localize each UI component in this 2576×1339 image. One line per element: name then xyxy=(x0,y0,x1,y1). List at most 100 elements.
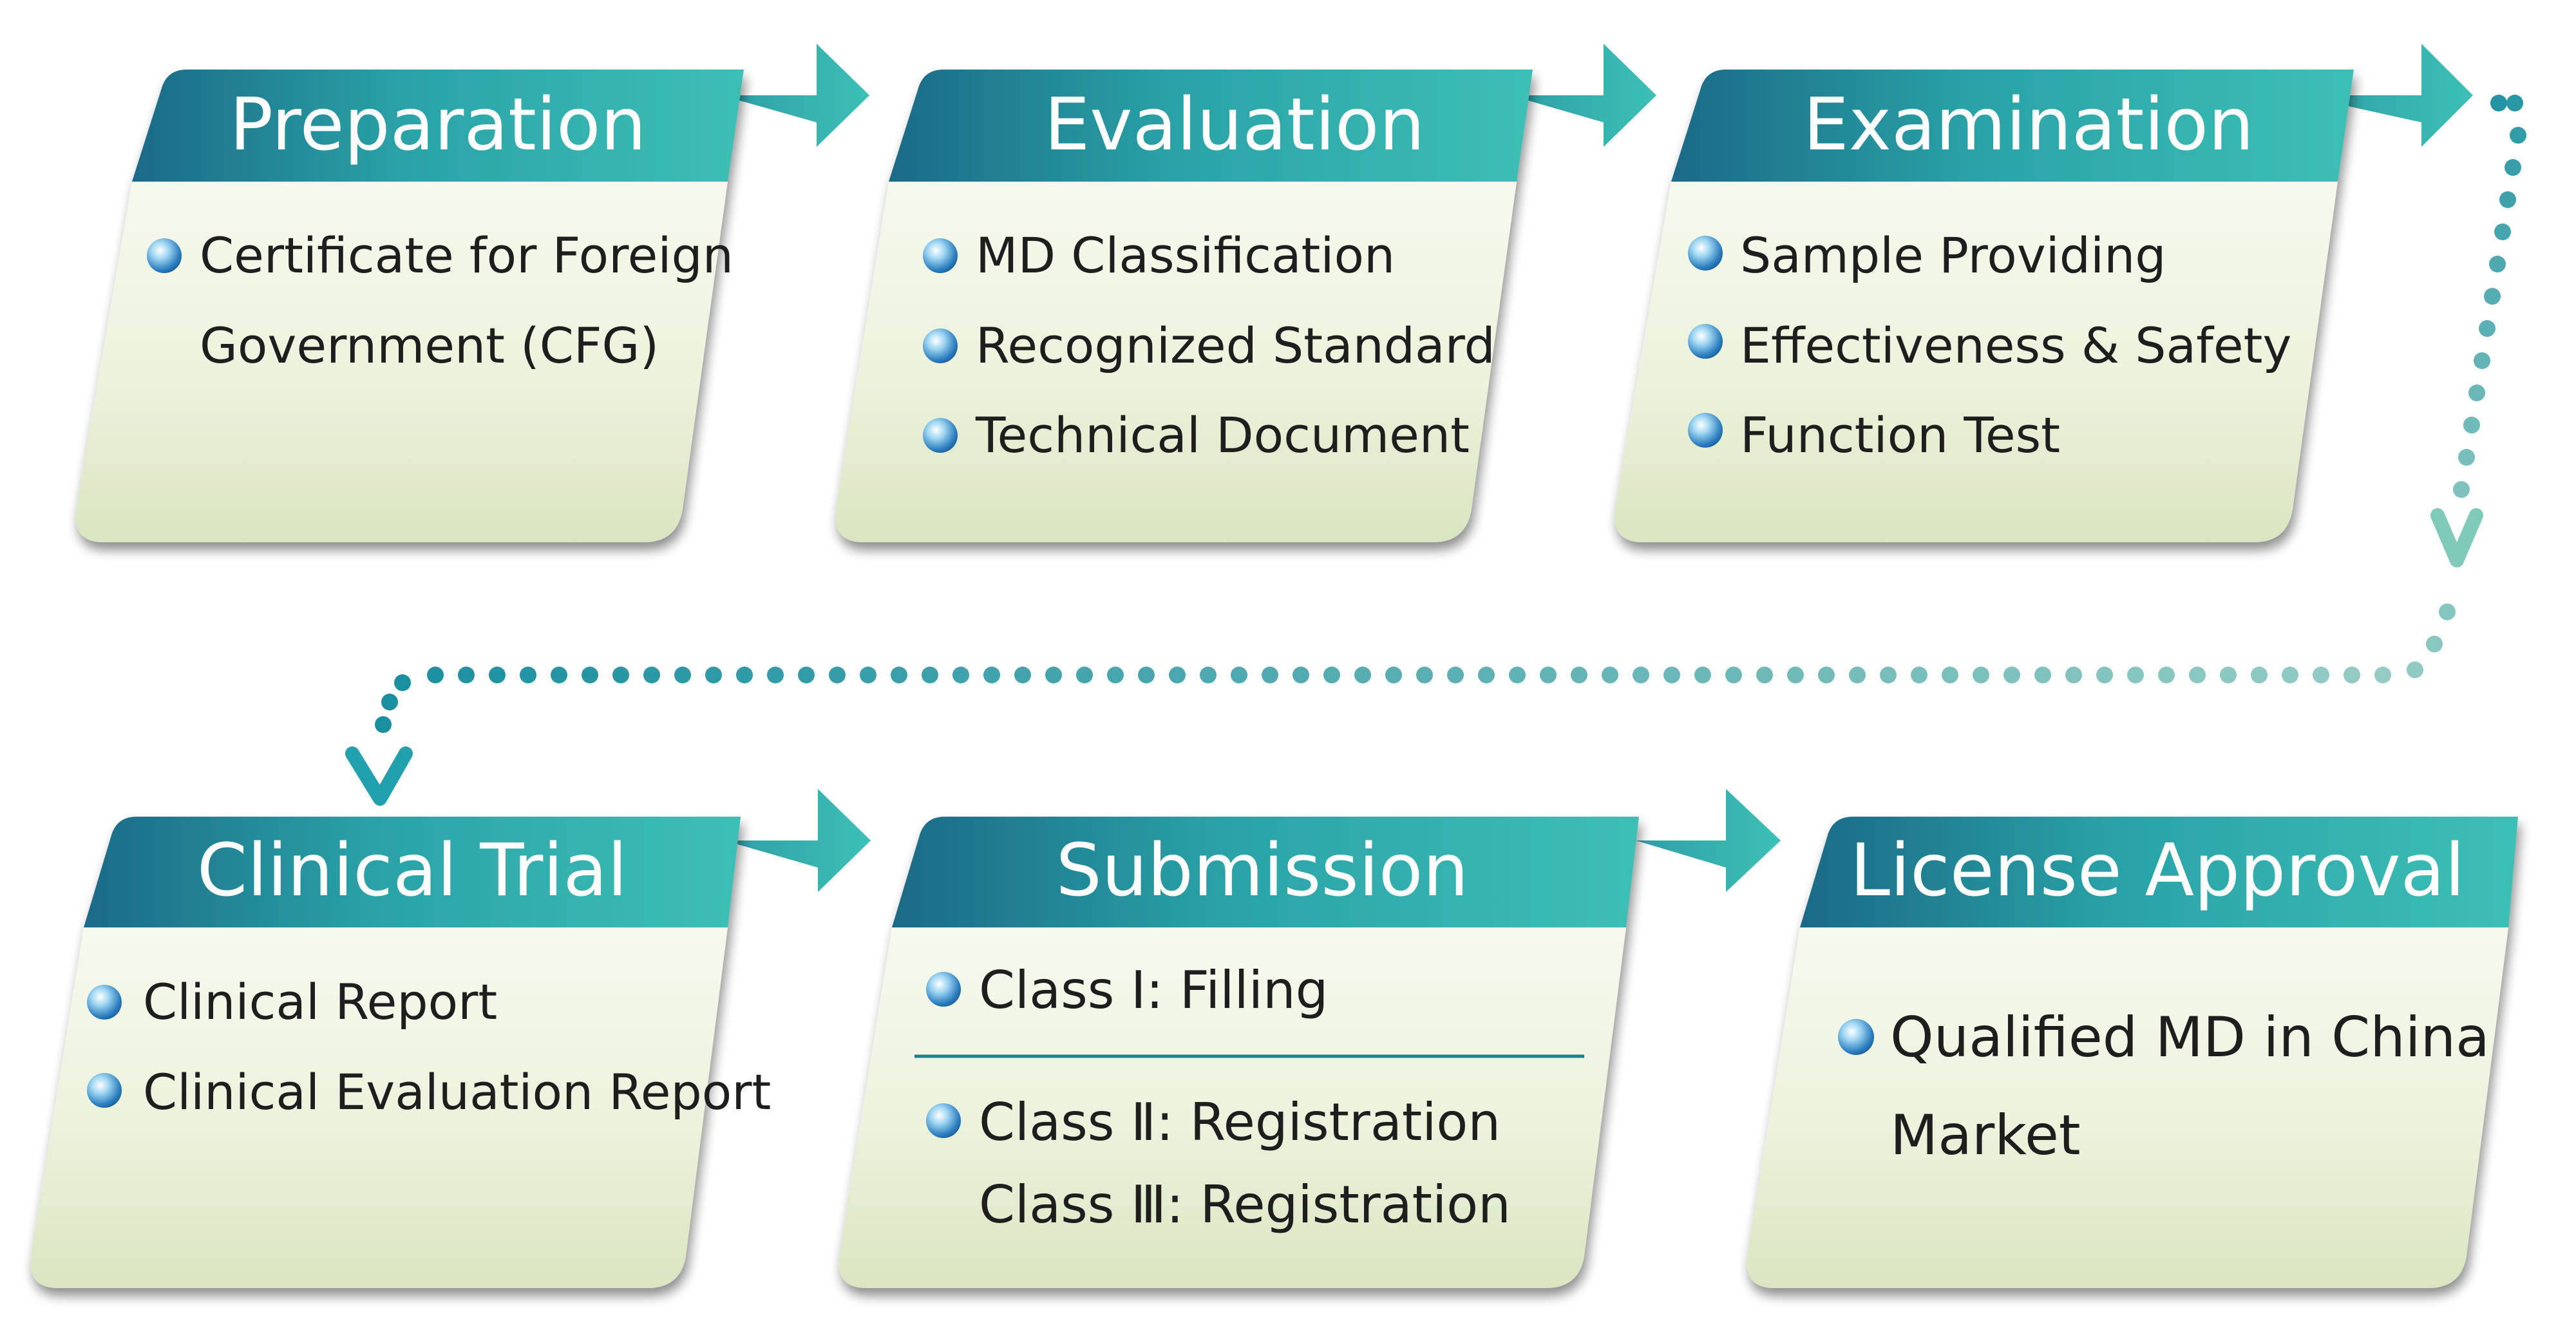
connector-dot xyxy=(1663,667,1680,683)
bullet-icon xyxy=(926,1103,961,1138)
step-examination: Examination Sample Providing Effectivene… xyxy=(1615,44,2473,542)
connector-dot xyxy=(2065,667,2082,683)
step-card xyxy=(1747,927,2508,1288)
connector-dot xyxy=(1262,667,1278,683)
connector-dot xyxy=(1354,667,1371,683)
connector-dot xyxy=(1045,667,1062,683)
connector-dot xyxy=(551,667,567,683)
connector-dot xyxy=(2127,667,2144,683)
connector-dot xyxy=(612,667,629,683)
connector-dot xyxy=(1973,667,1989,683)
class-one-text: Class Ⅰ: Filling xyxy=(979,960,1328,1020)
bullet-text: Qualified MD in China xyxy=(1890,1005,2490,1070)
connector-dot xyxy=(1509,667,1526,683)
connector-dot xyxy=(2468,385,2485,401)
connector-dot xyxy=(922,667,938,683)
bullet-icon xyxy=(1688,413,1723,448)
connector-dot xyxy=(674,667,691,683)
step-clinical-trial: Clinical Trial Clinical Report Clinical … xyxy=(30,789,871,1288)
connector-dot xyxy=(1725,667,1742,683)
connector-dot xyxy=(1323,667,1340,683)
step-title: Clinical Trial xyxy=(197,829,627,913)
bullet-text: Function Test xyxy=(1740,406,2060,464)
connector-dot xyxy=(2034,667,2051,683)
bullet-icon xyxy=(1838,1019,1874,1055)
connector-dot xyxy=(829,667,846,683)
connector-dot xyxy=(489,667,506,683)
connector-dot xyxy=(2158,667,2175,683)
connector-dot xyxy=(2426,636,2443,652)
connector-arrow-icon xyxy=(2299,44,2473,147)
step-header xyxy=(1671,70,2354,182)
connector-dot xyxy=(2505,159,2521,176)
connector-dot xyxy=(1911,667,1927,683)
connector-dot xyxy=(1633,667,1649,683)
bullet-text: Recognized Standard xyxy=(976,317,1495,374)
bullet-text: Technical Document xyxy=(975,406,1470,464)
connector-dot xyxy=(2510,127,2526,144)
step-header xyxy=(1800,817,2518,927)
connector-dot xyxy=(2282,667,2298,683)
bullet-icon xyxy=(87,1073,122,1108)
connector-dot xyxy=(1231,667,1247,683)
connector-dot xyxy=(2479,320,2496,337)
connector-dot xyxy=(2096,667,2113,683)
step-card xyxy=(835,182,1517,542)
connector-dot xyxy=(2489,256,2506,272)
step-header xyxy=(84,817,741,927)
connector-dot xyxy=(1416,667,1433,683)
connector-dot xyxy=(2474,352,2490,369)
connector-dot xyxy=(1014,667,1031,683)
connector-dot xyxy=(798,667,815,683)
bullet-icon xyxy=(923,328,958,363)
bullet-icon xyxy=(1688,324,1723,359)
connector-dot xyxy=(705,667,722,683)
connector-dot xyxy=(1942,667,1958,683)
connector-dot xyxy=(1138,667,1155,683)
connector-dot xyxy=(860,667,876,683)
connector-dot xyxy=(1200,667,1217,683)
step-card xyxy=(1615,182,2338,542)
connector-dot xyxy=(427,667,444,683)
connector-dot xyxy=(375,716,392,733)
connector-dot xyxy=(2494,223,2511,240)
connector-dot xyxy=(1385,667,1402,683)
connector-dot xyxy=(1787,667,1804,683)
bullet-icon xyxy=(87,985,122,1020)
connector-dot xyxy=(952,667,969,683)
connector-dot xyxy=(2251,667,2268,683)
bullet-text: Clinical Report xyxy=(143,973,497,1030)
step-title: Submission xyxy=(1056,829,1469,913)
step-title: Examination xyxy=(1803,83,2254,167)
step-title: License Approval xyxy=(1850,829,2465,913)
connector-dot xyxy=(2499,191,2516,208)
connector-arrow-icon xyxy=(721,44,869,147)
connector-dot xyxy=(736,667,753,683)
connector-dot xyxy=(458,667,475,683)
step-title: Evaluation xyxy=(1045,83,1425,167)
connector-dot xyxy=(1169,667,1186,683)
bullet-text: Clinical Evaluation Report xyxy=(143,1063,771,1121)
connector-dot xyxy=(1571,667,1587,683)
class-three-text: Class Ⅲ: Registration xyxy=(979,1175,1511,1235)
connector-dot xyxy=(643,667,660,683)
bullet-icon xyxy=(923,418,958,453)
connector-arrow-icon xyxy=(1636,789,1781,892)
bullet-text: Effectiveness & Safety xyxy=(1740,317,2291,374)
connector-dot xyxy=(1818,667,1835,683)
connector-dot xyxy=(2189,667,2206,683)
step-preparation: Preparation Certificate for Foreign Gove… xyxy=(75,44,869,542)
connector-dot xyxy=(520,667,536,683)
step-license-approval: License Approval Qualified MD in China M… xyxy=(1747,817,2518,1288)
connector-dot xyxy=(1849,667,1866,683)
connector-dot xyxy=(1756,667,1773,683)
step-header xyxy=(889,70,1533,182)
down-arrow-icon xyxy=(345,746,413,806)
connector-dot xyxy=(2490,95,2507,111)
bullet-icon xyxy=(1688,236,1723,271)
connector-dot xyxy=(2220,667,2237,683)
connector-arrow-icon xyxy=(1510,44,1656,147)
step-card xyxy=(838,927,1626,1288)
bullet-text: Certificate for Foreign xyxy=(200,227,734,284)
connector-dot xyxy=(2484,288,2501,305)
